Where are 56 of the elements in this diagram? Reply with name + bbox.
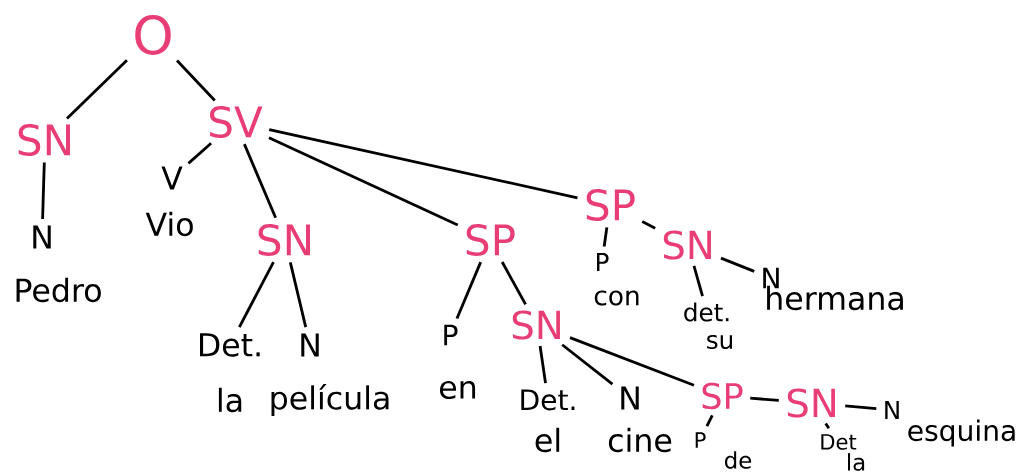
word-label: el: [535, 427, 560, 453]
category-label: Det: [821, 434, 857, 450]
phrase-label: SV: [210, 106, 263, 138]
word-label: esquina: [908, 419, 1015, 447]
phrase-label: SN: [663, 230, 711, 260]
category-label: N: [33, 225, 51, 249]
tree-branch: [602, 227, 609, 247]
tree-branch: [268, 136, 459, 227]
tree-branch: [288, 262, 308, 328]
word-label: la: [218, 387, 242, 413]
phrase-label: SP: [586, 189, 635, 221]
tree-branch: [845, 404, 877, 410]
tree-branch: [720, 256, 755, 273]
phrase-label: SP: [466, 224, 515, 256]
phrase-label: SN: [258, 224, 310, 256]
category-label: P: [444, 324, 458, 346]
category-label: N: [301, 333, 319, 357]
tree-branch: [750, 396, 779, 402]
word-label: en: [440, 380, 476, 400]
category-label: P: [597, 253, 609, 271]
tree-branch: [500, 261, 527, 305]
word-label: de: [725, 451, 752, 469]
word-label: la: [848, 453, 865, 471]
tree-branch: [705, 414, 714, 427]
phrase-label: SN: [18, 124, 70, 156]
phrase-label: O: [135, 15, 171, 55]
phrase-label: SN: [512, 310, 560, 340]
tree-branch: [268, 128, 578, 200]
tree-branch: [692, 265, 704, 297]
tree-branch: [187, 142, 213, 165]
category-label: V: [161, 166, 183, 190]
word-label: con: [594, 290, 639, 306]
word-label: película: [271, 384, 389, 416]
word-label: Pedro: [16, 277, 101, 303]
tree-branch: [238, 261, 275, 328]
word-label: cine: [608, 427, 672, 453]
tree-branch: [561, 343, 614, 386]
tree-branch: [538, 345, 547, 384]
category-label: P: [695, 432, 706, 448]
word-label: su: [707, 334, 732, 350]
word-label: Vio: [145, 211, 193, 237]
category-label: Det.: [200, 333, 260, 357]
category-label: N: [885, 401, 899, 419]
phrase-label: SP: [702, 382, 743, 410]
tree-branch: [641, 220, 656, 230]
tree-branch: [824, 422, 830, 429]
tree-branch: [41, 162, 46, 219]
tree-branch: [243, 143, 277, 219]
phrase-label: SN: [787, 388, 835, 418]
category-label: N: [621, 386, 639, 410]
tree-branch: [66, 59, 128, 120]
category-label: det.: [684, 302, 729, 322]
category-label: Det.: [521, 389, 575, 411]
tree-branch: [455, 261, 482, 320]
tree-branch: [569, 336, 695, 387]
tree-branch: [176, 59, 216, 102]
